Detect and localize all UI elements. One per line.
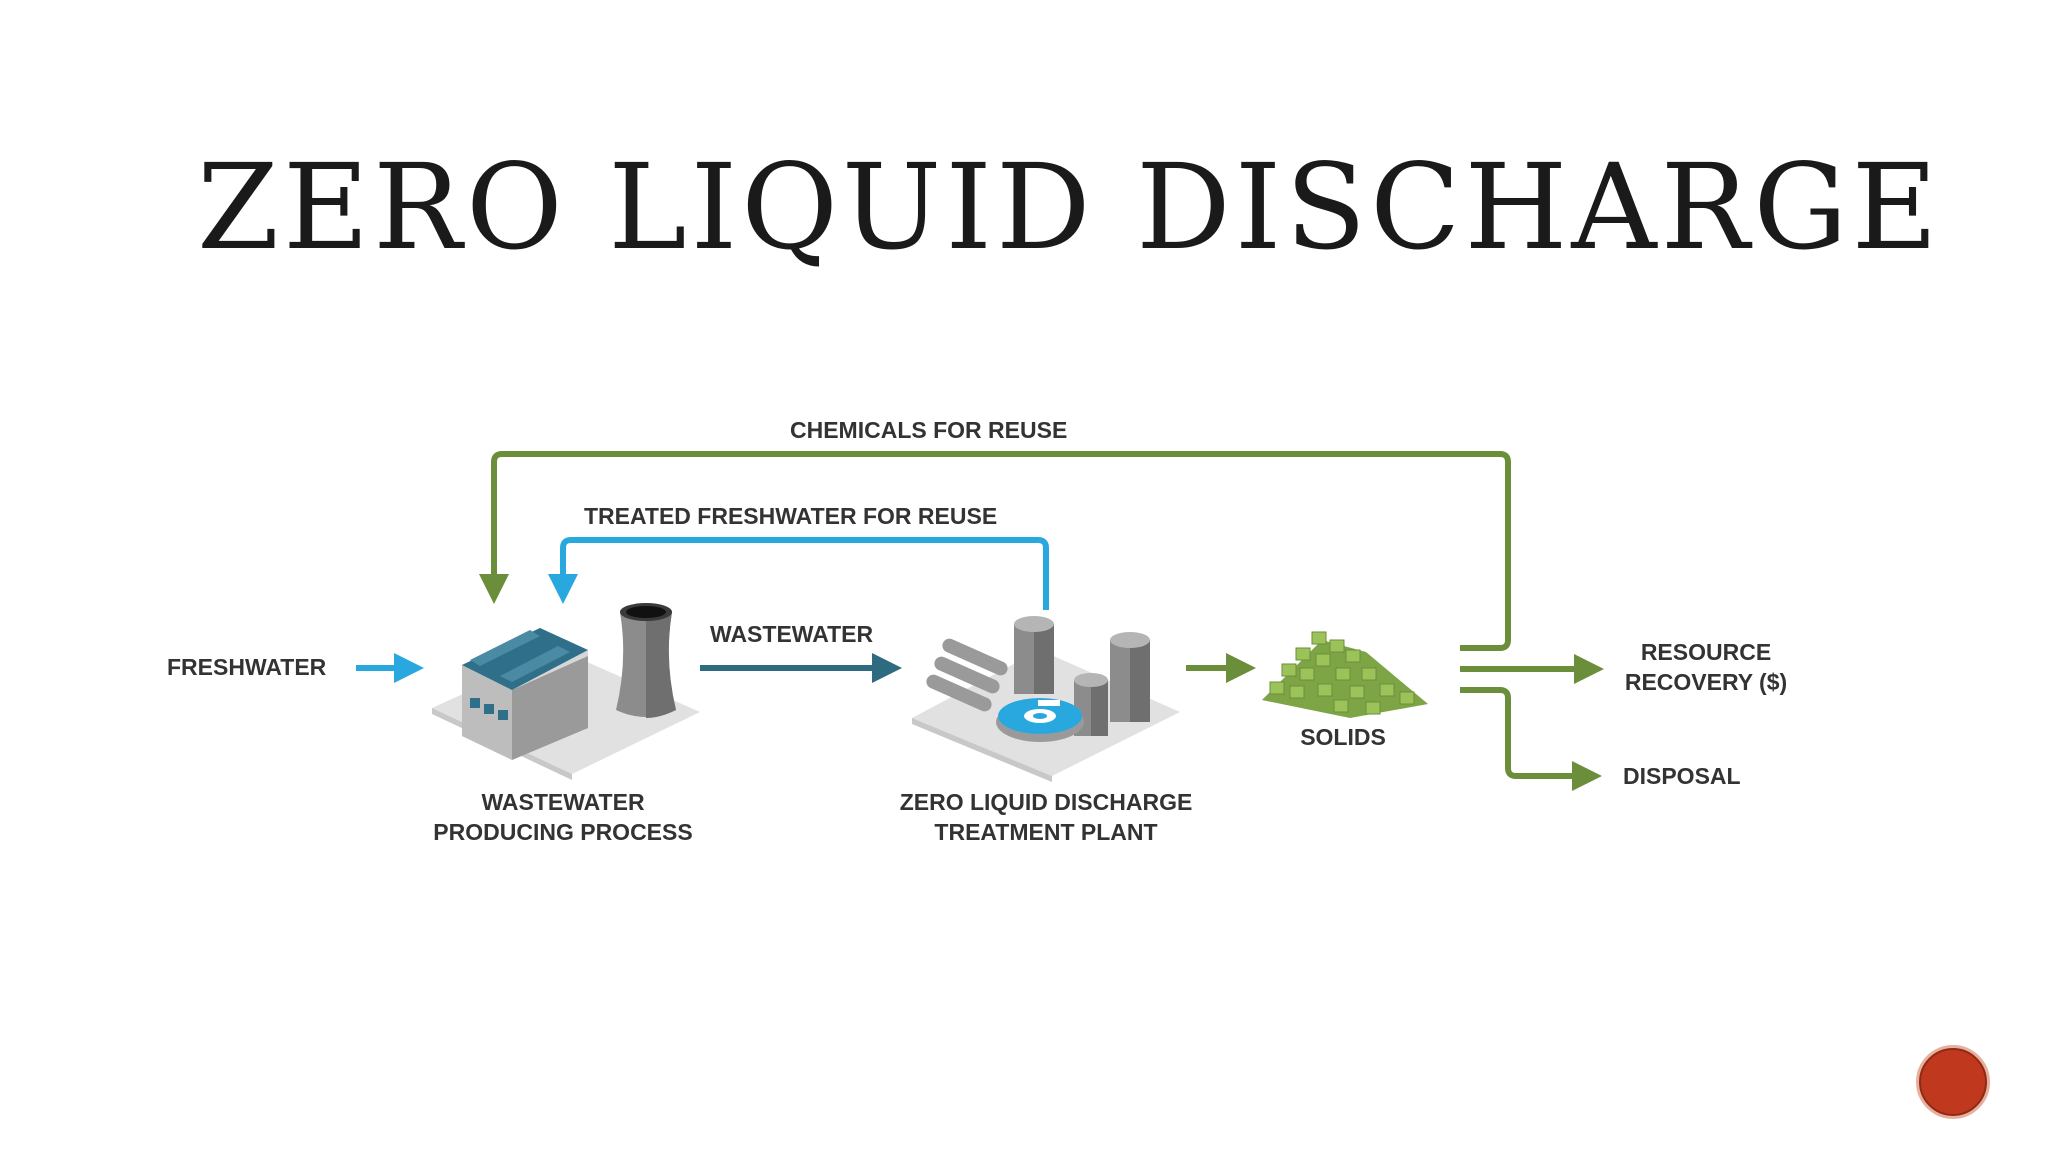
chemicals-for-reuse-label: CHEMICALS FOR REUSE [790, 417, 1067, 443]
chemicals-reuse-arrow [479, 451, 1511, 651]
wastewater-label: WASTEWATER [710, 621, 874, 647]
solids-label: SOLIDS [1300, 724, 1386, 750]
process-label-line2: PRODUCING PROCESS [433, 819, 692, 845]
resource-recovery-label-line2: RECOVERY ($) [1625, 669, 1787, 695]
treatment-plant-icon [912, 616, 1180, 782]
slide-number-badge [1916, 1045, 1990, 1119]
slide-title: ZERO LIQUID DISCHARGE [197, 138, 1942, 276]
plant-label-line2: TREATMENT PLANT [934, 819, 1157, 845]
factory-icon [432, 603, 700, 780]
disposal-label: DISPOSAL [1623, 763, 1741, 789]
freshwater-label: FRESHWATER [167, 654, 327, 680]
plant-label-line1: ZERO LIQUID DISCHARGE [900, 789, 1193, 815]
process-label-line1: WASTEWATER [481, 789, 645, 815]
treated-freshwater-arrow [548, 537, 1049, 610]
solids-pile-icon [1262, 631, 1428, 718]
disposal-arrow [1460, 687, 1602, 791]
resource-recovery-label-line1: RESOURCE [1641, 639, 1771, 665]
treated-freshwater-label: TREATED FRESHWATER FOR REUSE [584, 503, 997, 529]
